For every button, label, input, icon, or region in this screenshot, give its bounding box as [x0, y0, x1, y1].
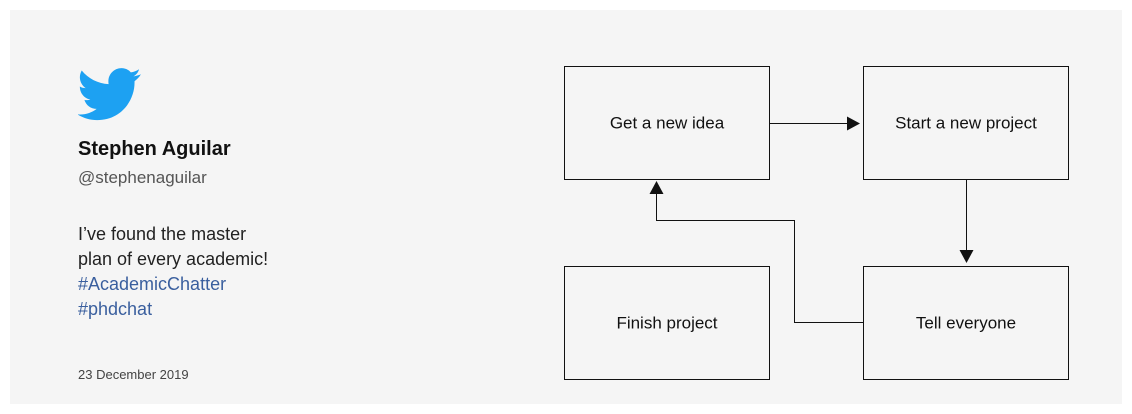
node-label: Tell everyone — [916, 314, 1016, 333]
node-box — [863, 266, 1069, 380]
edge-line — [656, 193, 863, 323]
node-box — [863, 66, 1069, 180]
hashtag-link[interactable]: #AcademicChatter — [78, 274, 227, 294]
node-finish-project: Finish project — [564, 266, 770, 380]
node-label: Start a new project — [895, 114, 1037, 133]
node-box — [564, 266, 770, 380]
tweet-text: I’ve found the master plan of every acad… — [78, 222, 348, 322]
edge-start-to-tell — [959, 180, 974, 263]
tweet-card: Stephen Aguilar @stephenaguilar I’ve fou… — [10, 10, 1122, 404]
tweet-text-line: plan of every academic! — [78, 249, 269, 269]
author-handle[interactable]: @stephenaguilar — [78, 168, 207, 187]
arrowhead — [959, 250, 974, 263]
tweet-text-line: I’ve found the master — [78, 224, 247, 244]
flowchart-diagram: Get a new idea Start a new project Finis… — [564, 66, 1069, 380]
tweet-date: 23 December 2019 — [78, 367, 189, 382]
author-name[interactable]: Stephen Aguilar — [78, 138, 231, 160]
twitter-bird-icon[interactable] — [78, 62, 142, 126]
hashtag-link[interactable]: #phdchat — [78, 299, 153, 319]
edge-tell-to-idea — [649, 181, 863, 323]
arrowhead — [649, 181, 664, 194]
node-label: Finish project — [616, 314, 717, 333]
node-start-new-project: Start a new project — [863, 66, 1069, 180]
arrowhead — [847, 116, 860, 131]
node-tell-everyone: Tell everyone — [863, 266, 1069, 380]
node-get-new-idea: Get a new idea — [564, 66, 770, 180]
edge-idea-to-start — [770, 116, 860, 131]
node-label: Get a new idea — [610, 114, 725, 133]
node-box — [564, 66, 770, 180]
